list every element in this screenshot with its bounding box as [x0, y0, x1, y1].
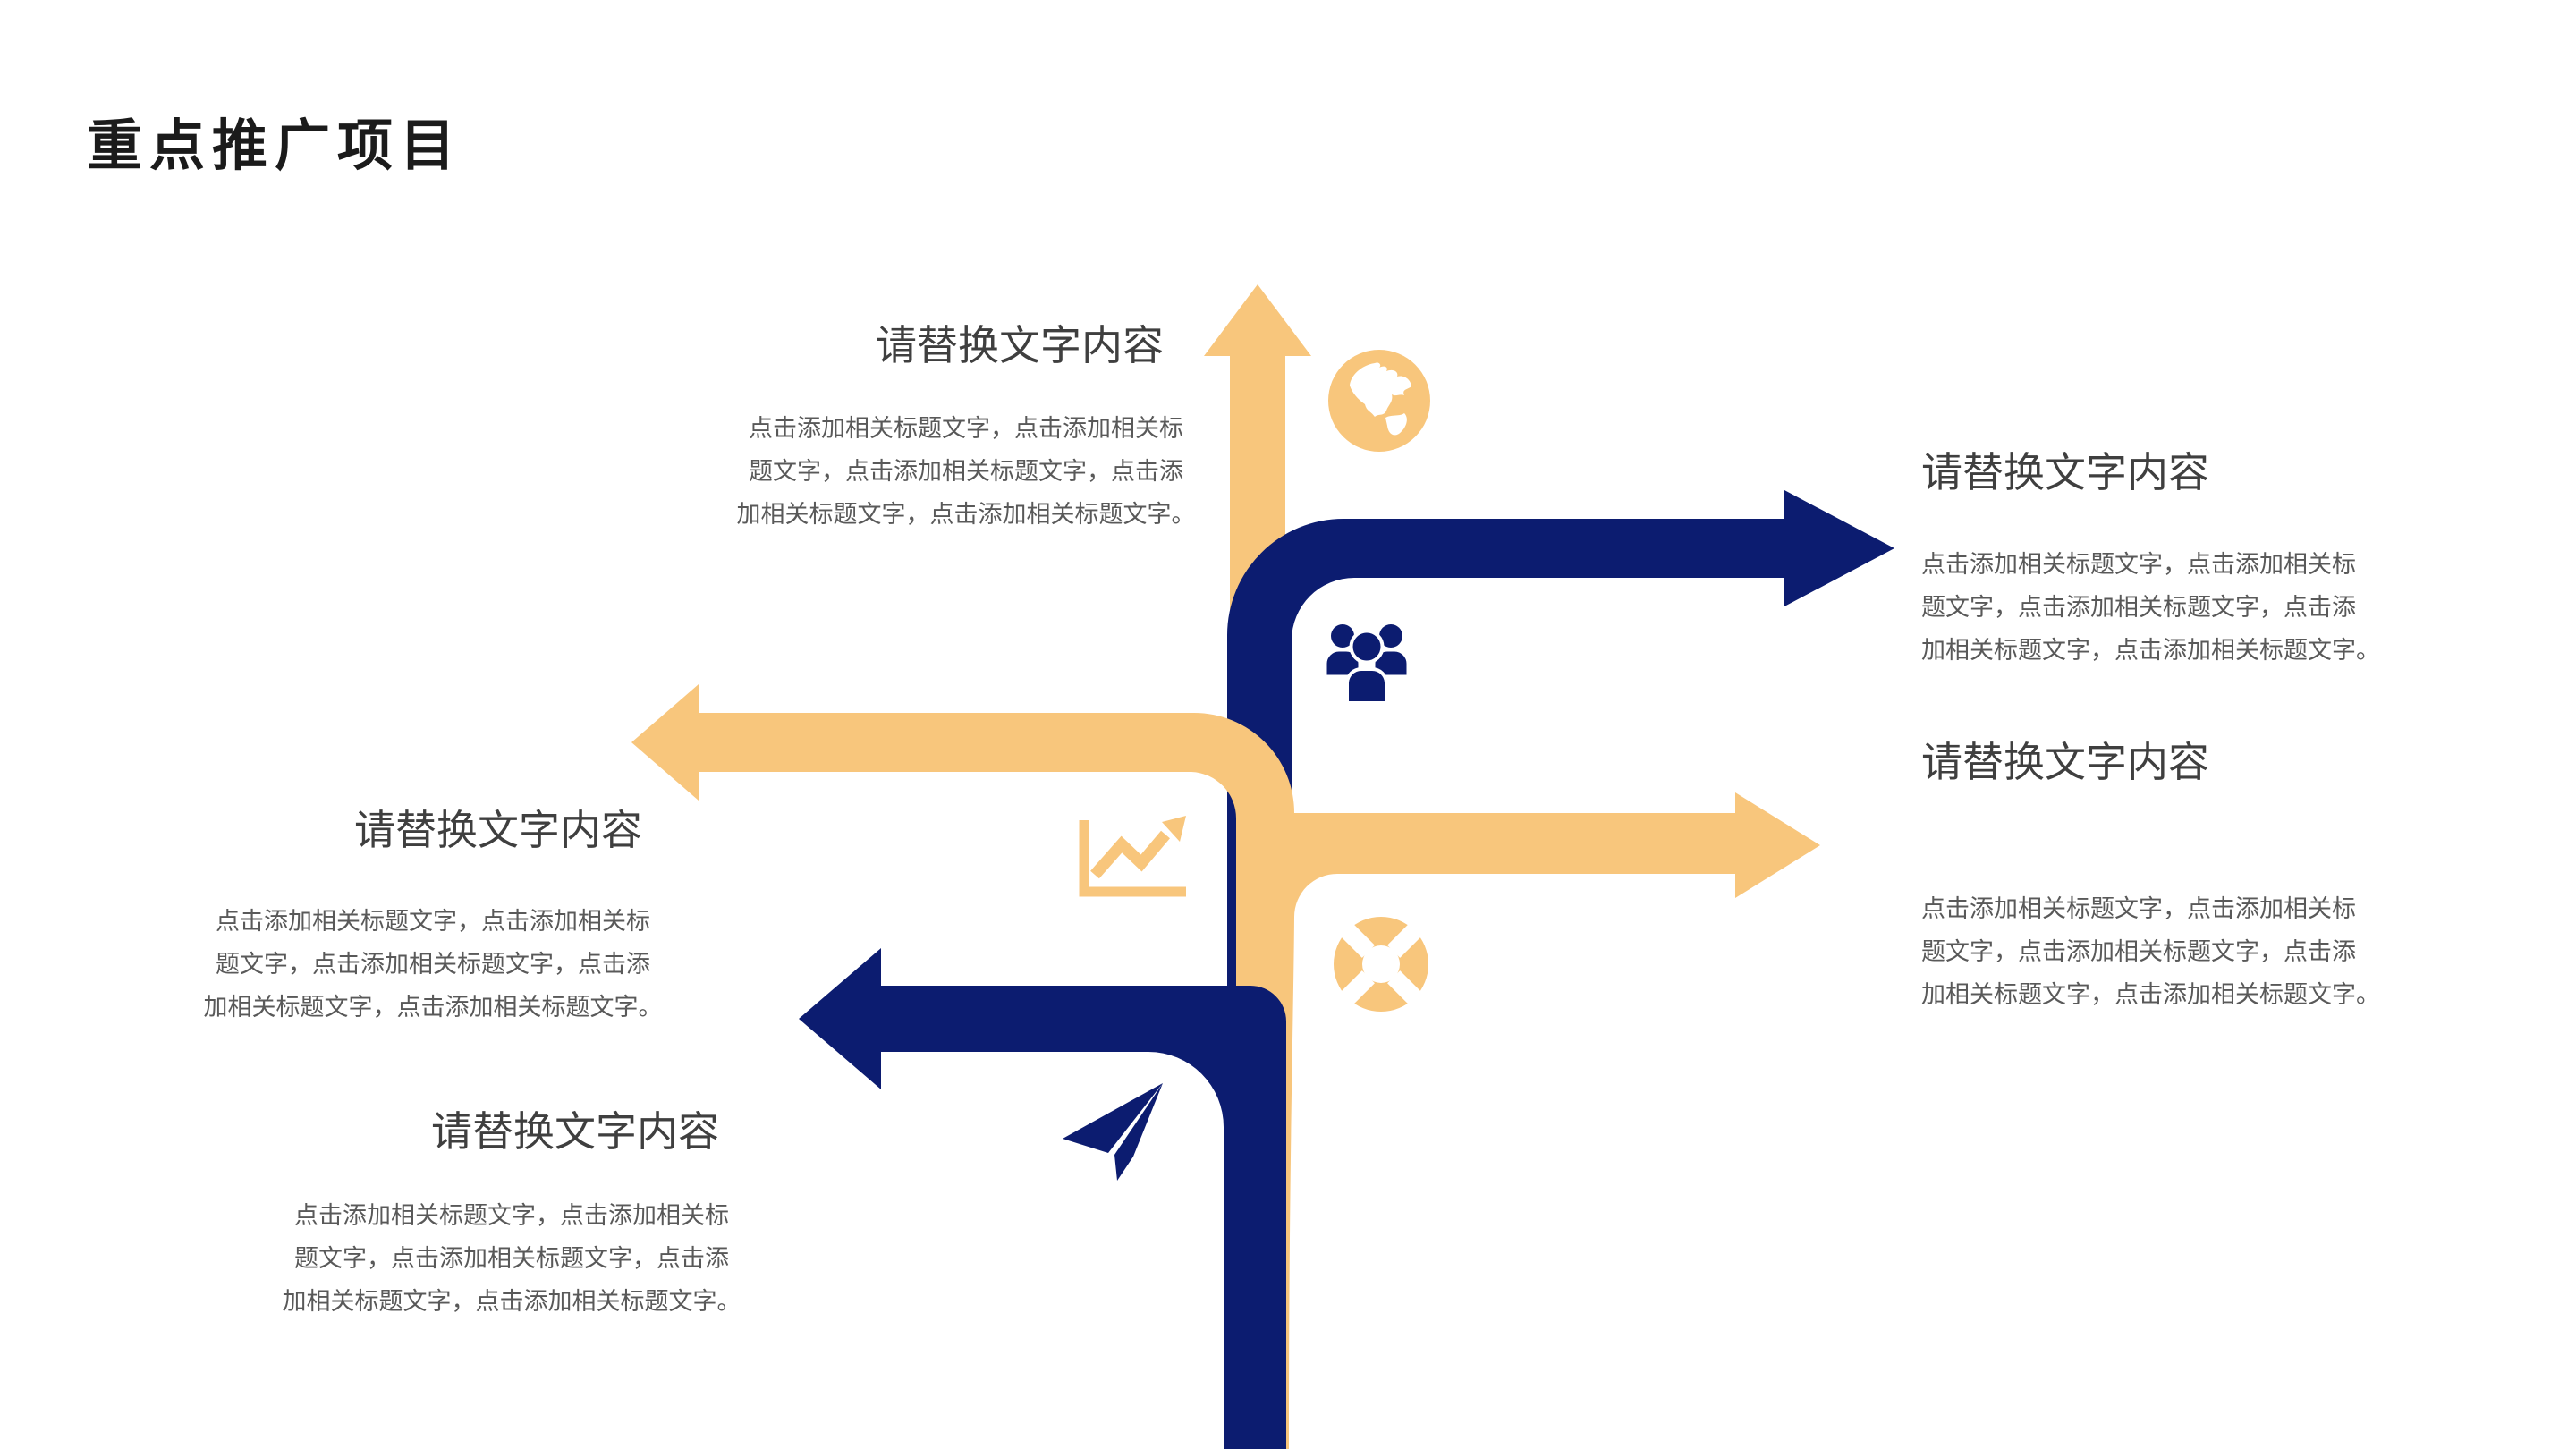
block-right-top-heading: 请替换文字内容 [1921, 449, 2209, 496]
body-line: 加相关标题文字，点击添加相关标题文字。 [1921, 637, 2380, 664]
block-left-middle-body: 点击添加相关标题文字，点击添加相关标 题文字，点击添加相关标题文字，点击添 加相… [182, 900, 683, 1029]
block-top-center-body: 点击添加相关标题文字，点击添加相关标 题文字，点击添加相关标题文字，点击添 加相… [716, 407, 1216, 536]
body-line: 点击添加相关标题文字，点击添加相关标 [749, 415, 1183, 442]
body-line: 题文字，点击添加相关标题文字，点击添 [294, 1245, 729, 1272]
body-line: 加相关标题文字，点击添加相关标题文字。 [203, 994, 663, 1021]
body-line: 加相关标题文字，点击添加相关标题文字。 [282, 1288, 741, 1315]
block-left-middle-heading: 请替换文字内容 [354, 807, 642, 853]
body-line: 点击添加相关标题文字，点击添加相关标 [1921, 551, 2356, 578]
body-line: 点击添加相关标题文字，点击添加相关标 [294, 1202, 729, 1229]
arrow-left-bottom-navy [799, 948, 1286, 1449]
body-line: 点击添加相关标题文字，点击添加相关标 [1921, 895, 2356, 922]
body-line: 题文字，点击添加相关标题文字，点击添 [216, 951, 650, 978]
paper-plane-icon [1063, 1083, 1163, 1181]
globe-south-america [1385, 413, 1407, 436]
block-top-center-heading: 请替换文字内容 [876, 322, 1164, 369]
block-bottom-left-heading: 请替换文字内容 [431, 1108, 719, 1155]
page-title: 重点推广项目 [87, 115, 463, 177]
body-line: 题文字，点击添加相关标题文字，点击添 [749, 458, 1183, 485]
block-right-top-body: 点击添加相关标题文字，点击添加相关标 题文字，点击添加相关标题文字，点击添 加相… [1921, 543, 2422, 672]
arrow-left-and-right-orange [631, 684, 1820, 1449]
globe-icon [1328, 350, 1430, 452]
users-icon [1324, 624, 1410, 705]
globe-north-america [1350, 362, 1411, 417]
body-line: 题文字，点击添加相关标题文字，点击添 [1921, 938, 2356, 965]
block-right-bottom-heading: 请替换文字内容 [1921, 739, 2209, 785]
body-line: 点击添加相关标题文字，点击添加相关标 [216, 908, 650, 935]
line-chart-icon [1079, 816, 1186, 897]
block-right-bottom-body: 点击添加相关标题文字，点击添加相关标 题文字，点击添加相关标题文字，点击添 加相… [1921, 887, 2422, 1016]
body-line: 加相关标题文字，点击添加相关标题文字。 [736, 501, 1196, 528]
block-bottom-left-body: 点击添加相关标题文字，点击添加相关标 题文字，点击添加相关标题文字，点击添 加相… [261, 1194, 762, 1323]
arrow-right-top-navy [1227, 490, 1894, 993]
body-line: 题文字，点击添加相关标题文字，点击添 [1921, 594, 2356, 621]
lifebuoy-icon [1334, 917, 1428, 1012]
body-line: 加相关标题文字，点击添加相关标题文字。 [1921, 981, 2380, 1008]
